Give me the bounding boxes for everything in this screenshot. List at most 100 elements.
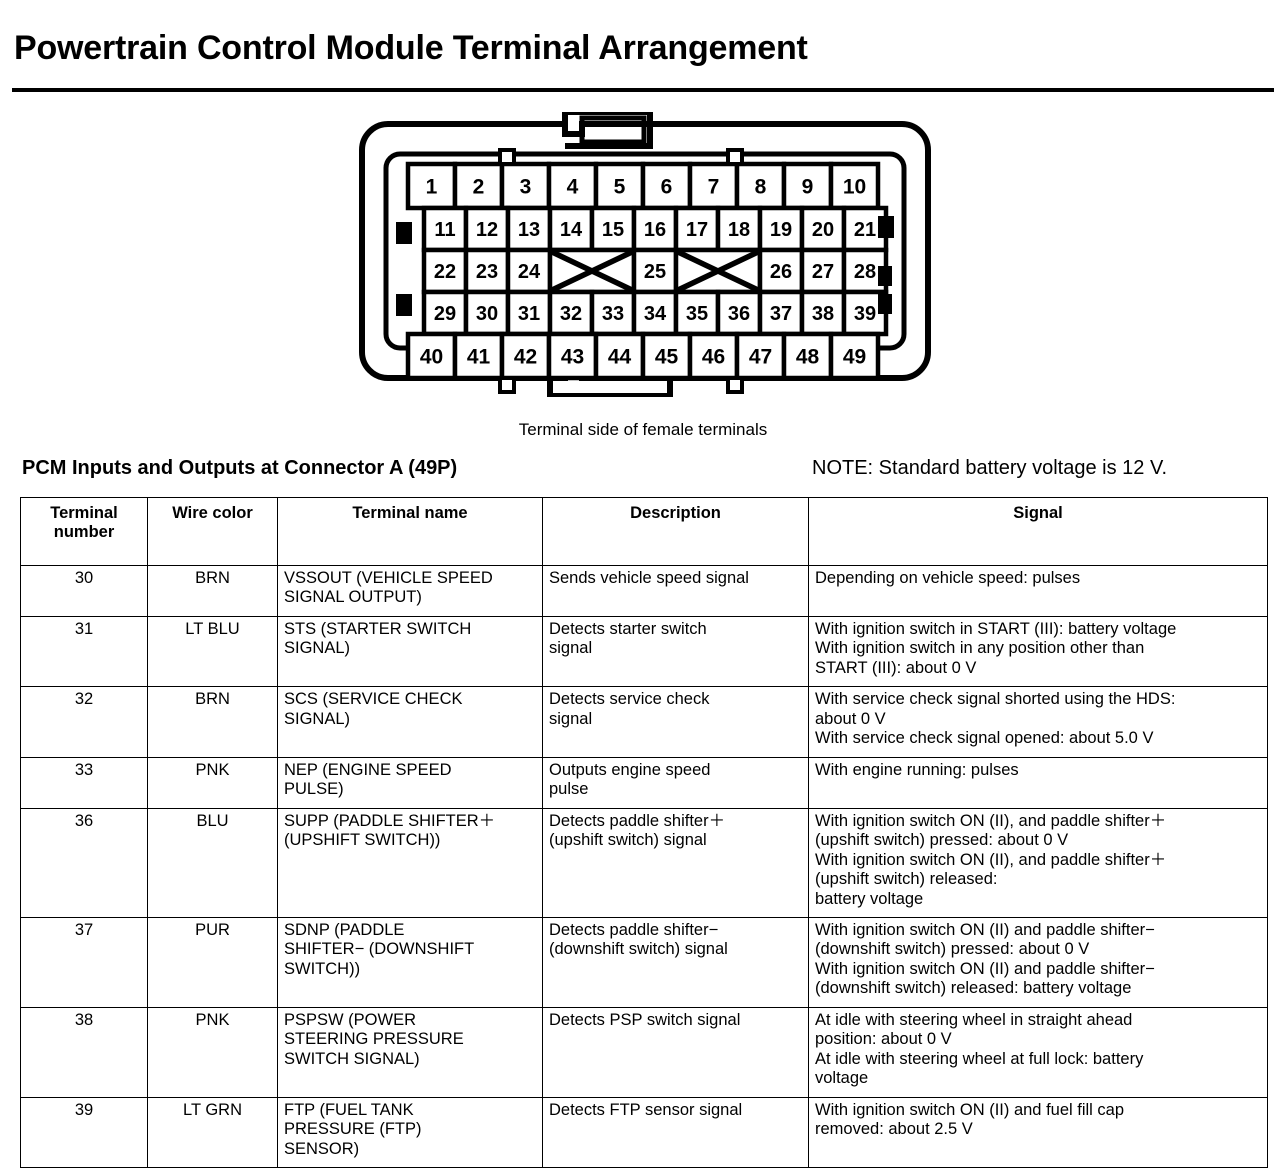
text-line: With ignition switch ON (II) and fuel fi… bbox=[815, 1100, 1125, 1119]
svg-text:32: 32 bbox=[560, 303, 582, 325]
svg-text:44: 44 bbox=[608, 346, 632, 369]
cell-signal: With service check signal shorted using … bbox=[808, 686, 1268, 758]
svg-text:12: 12 bbox=[476, 219, 498, 241]
text-line: With ignition switch ON (II), and paddle… bbox=[815, 811, 1167, 830]
cell-wire-color: BRN bbox=[147, 564, 278, 617]
svg-text:43: 43 bbox=[561, 346, 584, 369]
text-line: (upshift switch) signal bbox=[549, 831, 707, 850]
cell-signal: At idle with steering wheel in straight … bbox=[808, 1006, 1268, 1098]
text-line: 32 bbox=[74, 690, 94, 709]
text-line: SWITCH SIGNAL) bbox=[284, 1049, 420, 1068]
text-line: With ignition switch in START (III): bat… bbox=[815, 619, 1177, 638]
text-line: (upshift switch) pressed: about 0 V bbox=[815, 831, 1069, 850]
text-line: 33 bbox=[74, 760, 94, 779]
svg-text:39: 39 bbox=[854, 303, 876, 325]
cell-wire-color: PNK bbox=[147, 1006, 278, 1098]
svg-text:29: 29 bbox=[434, 303, 456, 325]
text-line: SCS (SERVICE CHECK bbox=[284, 690, 463, 709]
text-line: BLU bbox=[196, 811, 229, 830]
cell-description: Detects paddle shifter＋(upshift switch) … bbox=[542, 807, 809, 918]
svg-text:8: 8 bbox=[755, 176, 767, 199]
text-line: Depending on vehicle speed: pulses bbox=[815, 568, 1081, 587]
svg-text:20: 20 bbox=[812, 219, 834, 241]
svg-text:18: 18 bbox=[728, 219, 750, 241]
svg-text:30: 30 bbox=[476, 303, 498, 325]
connector-row-2 bbox=[421, 205, 889, 253]
pcm-io-table: Terminal number Wire color Terminal name… bbox=[20, 497, 1268, 1168]
text-line: With service check signal shorted using … bbox=[815, 690, 1176, 709]
text-line: VSSOUT (VEHICLE SPEED bbox=[284, 568, 493, 587]
cell-wire-color: LT BLU bbox=[147, 615, 278, 688]
cell-terminal-number: 36 bbox=[20, 807, 148, 918]
text-line: SIGNAL) bbox=[284, 639, 351, 658]
svg-text:33: 33 bbox=[602, 303, 624, 325]
text-line: BRN bbox=[195, 690, 230, 709]
text-line: 38 bbox=[74, 1010, 94, 1029]
text-line: SUPP (PADDLE SHIFTER＋ bbox=[284, 811, 496, 830]
svg-text:28: 28 bbox=[854, 261, 876, 283]
text-line: Outputs engine speed bbox=[549, 760, 711, 779]
text-line: Detects paddle shifter＋ bbox=[549, 811, 726, 830]
svg-text:37: 37 bbox=[770, 303, 792, 325]
svg-text:6: 6 bbox=[661, 176, 673, 199]
text-line: pulse bbox=[549, 780, 589, 799]
cell-terminal-number: 39 bbox=[20, 1096, 148, 1168]
text-line: SDNP (PADDLE bbox=[284, 920, 405, 939]
cell-wire-color: BLU bbox=[147, 807, 278, 918]
document-page: Powertrain Control Module Terminal Arran… bbox=[12, 29, 1274, 1168]
text-line: LT GRN bbox=[183, 1100, 242, 1119]
cell-wire-color: PNK bbox=[147, 756, 278, 809]
cell-terminal-number: 33 bbox=[20, 756, 148, 809]
svg-text:21: 21 bbox=[854, 219, 876, 241]
blanked-position-x-icon bbox=[550, 249, 760, 293]
text-line: PRESSURE (FTP) bbox=[284, 1120, 422, 1139]
text-line: SHIFTER− (DOWNSHIFT bbox=[284, 940, 475, 959]
text-line: With ignition switch in any position oth… bbox=[815, 639, 1145, 658]
svg-text:3: 3 bbox=[520, 176, 532, 199]
text-line: (upshift switch) released: bbox=[815, 870, 998, 889]
diagram-caption: Terminal side of female terminals bbox=[518, 420, 768, 439]
svg-text:16: 16 bbox=[644, 219, 666, 241]
cell-terminal-number: 38 bbox=[20, 1006, 148, 1098]
text-line: 36 bbox=[74, 811, 94, 830]
svg-text:7: 7 bbox=[708, 176, 720, 199]
text-line: Detects paddle shifter− bbox=[549, 920, 719, 939]
text-line: (downshift switch) pressed: about 0 V bbox=[815, 940, 1090, 959]
text-line: BRN bbox=[195, 568, 230, 587]
text-line: 31 bbox=[74, 619, 94, 638]
table-header-row: Terminal number Wire color Terminal name… bbox=[20, 497, 1268, 566]
svg-text:19: 19 bbox=[770, 219, 792, 241]
cell-wire-color: PUR bbox=[147, 916, 278, 1008]
col-header-wire-color: Wire color bbox=[147, 497, 278, 566]
svg-text:15: 15 bbox=[602, 219, 624, 241]
text-line: NEP (ENGINE SPEED bbox=[284, 760, 452, 779]
cell-wire-color: BRN bbox=[147, 686, 278, 758]
svg-text:17: 17 bbox=[686, 219, 708, 241]
cell-wire-color: LT GRN bbox=[147, 1096, 278, 1168]
cell-terminal-number: 30 bbox=[20, 564, 148, 617]
text-line: PNK bbox=[195, 760, 230, 779]
svg-text:36: 36 bbox=[728, 303, 750, 325]
text-line: At idle with steering wheel in straight … bbox=[815, 1010, 1133, 1029]
col-header-signal: Signal bbox=[808, 497, 1268, 566]
text-line: about 0 V bbox=[815, 709, 886, 728]
text-line: FTP (FUEL TANK bbox=[284, 1100, 414, 1119]
text-line: SENSOR) bbox=[284, 1139, 360, 1158]
svg-text:23: 23 bbox=[476, 261, 498, 283]
text-line: SWITCH)) bbox=[284, 959, 361, 978]
col-header-terminal-name: Terminal name bbox=[277, 497, 543, 566]
cell-description: Detects FTP sensor signal bbox=[542, 1096, 809, 1168]
svg-text:34: 34 bbox=[644, 303, 667, 325]
